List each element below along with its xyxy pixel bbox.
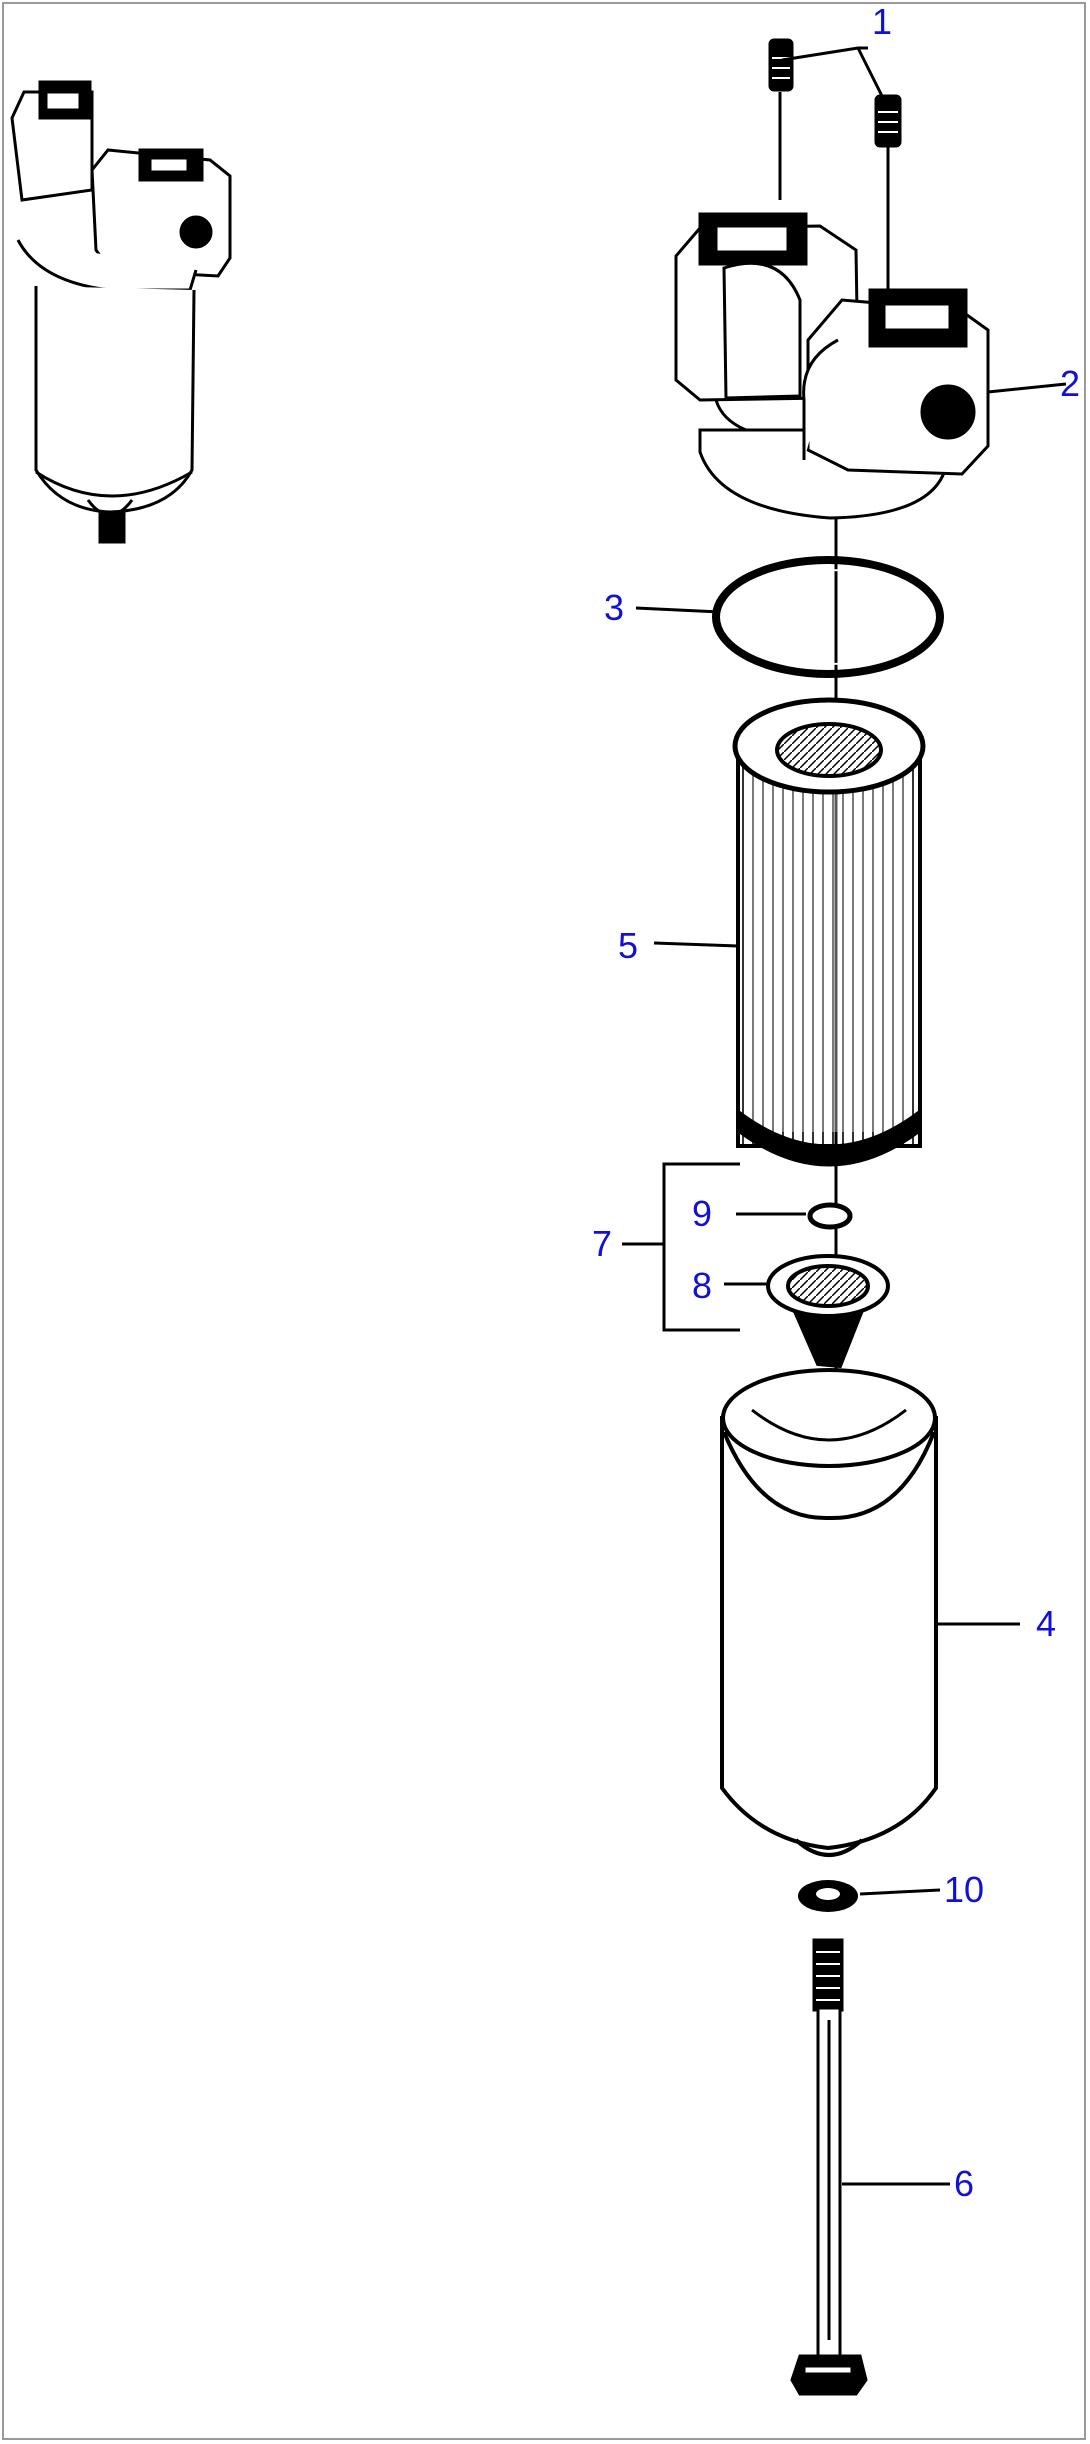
callout-6-label: 6 [954, 2163, 974, 2204]
part-3-o-ring [712, 556, 944, 678]
callout-3-label: 3 [604, 587, 624, 628]
part-2-filter-head [674, 212, 990, 520]
callout-1-label: 1 [872, 1, 892, 42]
part-10-seal-washer [798, 1880, 858, 1912]
callout-9-label: 9 [692, 1193, 712, 1234]
callout-7-label: 7 [592, 1223, 612, 1264]
part-1-screws [768, 38, 902, 148]
part-4-bowl [720, 1368, 938, 1857]
part-8-valve [766, 1254, 890, 1369]
part-5-filter-element [732, 697, 926, 1167]
assembled-filter-illustration [10, 80, 232, 544]
callout-2-label: 2 [1060, 363, 1080, 404]
callout-labels: 1 2 3 4 5 6 7 8 9 10 [592, 1, 1080, 2204]
callout-10-label: 10 [944, 1869, 984, 1910]
leader-lines [635, 46, 1067, 2186]
part-6-bolt [790, 1938, 868, 2396]
part-9-washer [807, 1202, 853, 1230]
kit-7-bracket [622, 1162, 740, 1332]
callout-8-label: 8 [692, 1265, 712, 1306]
callout-5-label: 5 [618, 925, 638, 966]
callout-4-label: 4 [1036, 1603, 1056, 1644]
